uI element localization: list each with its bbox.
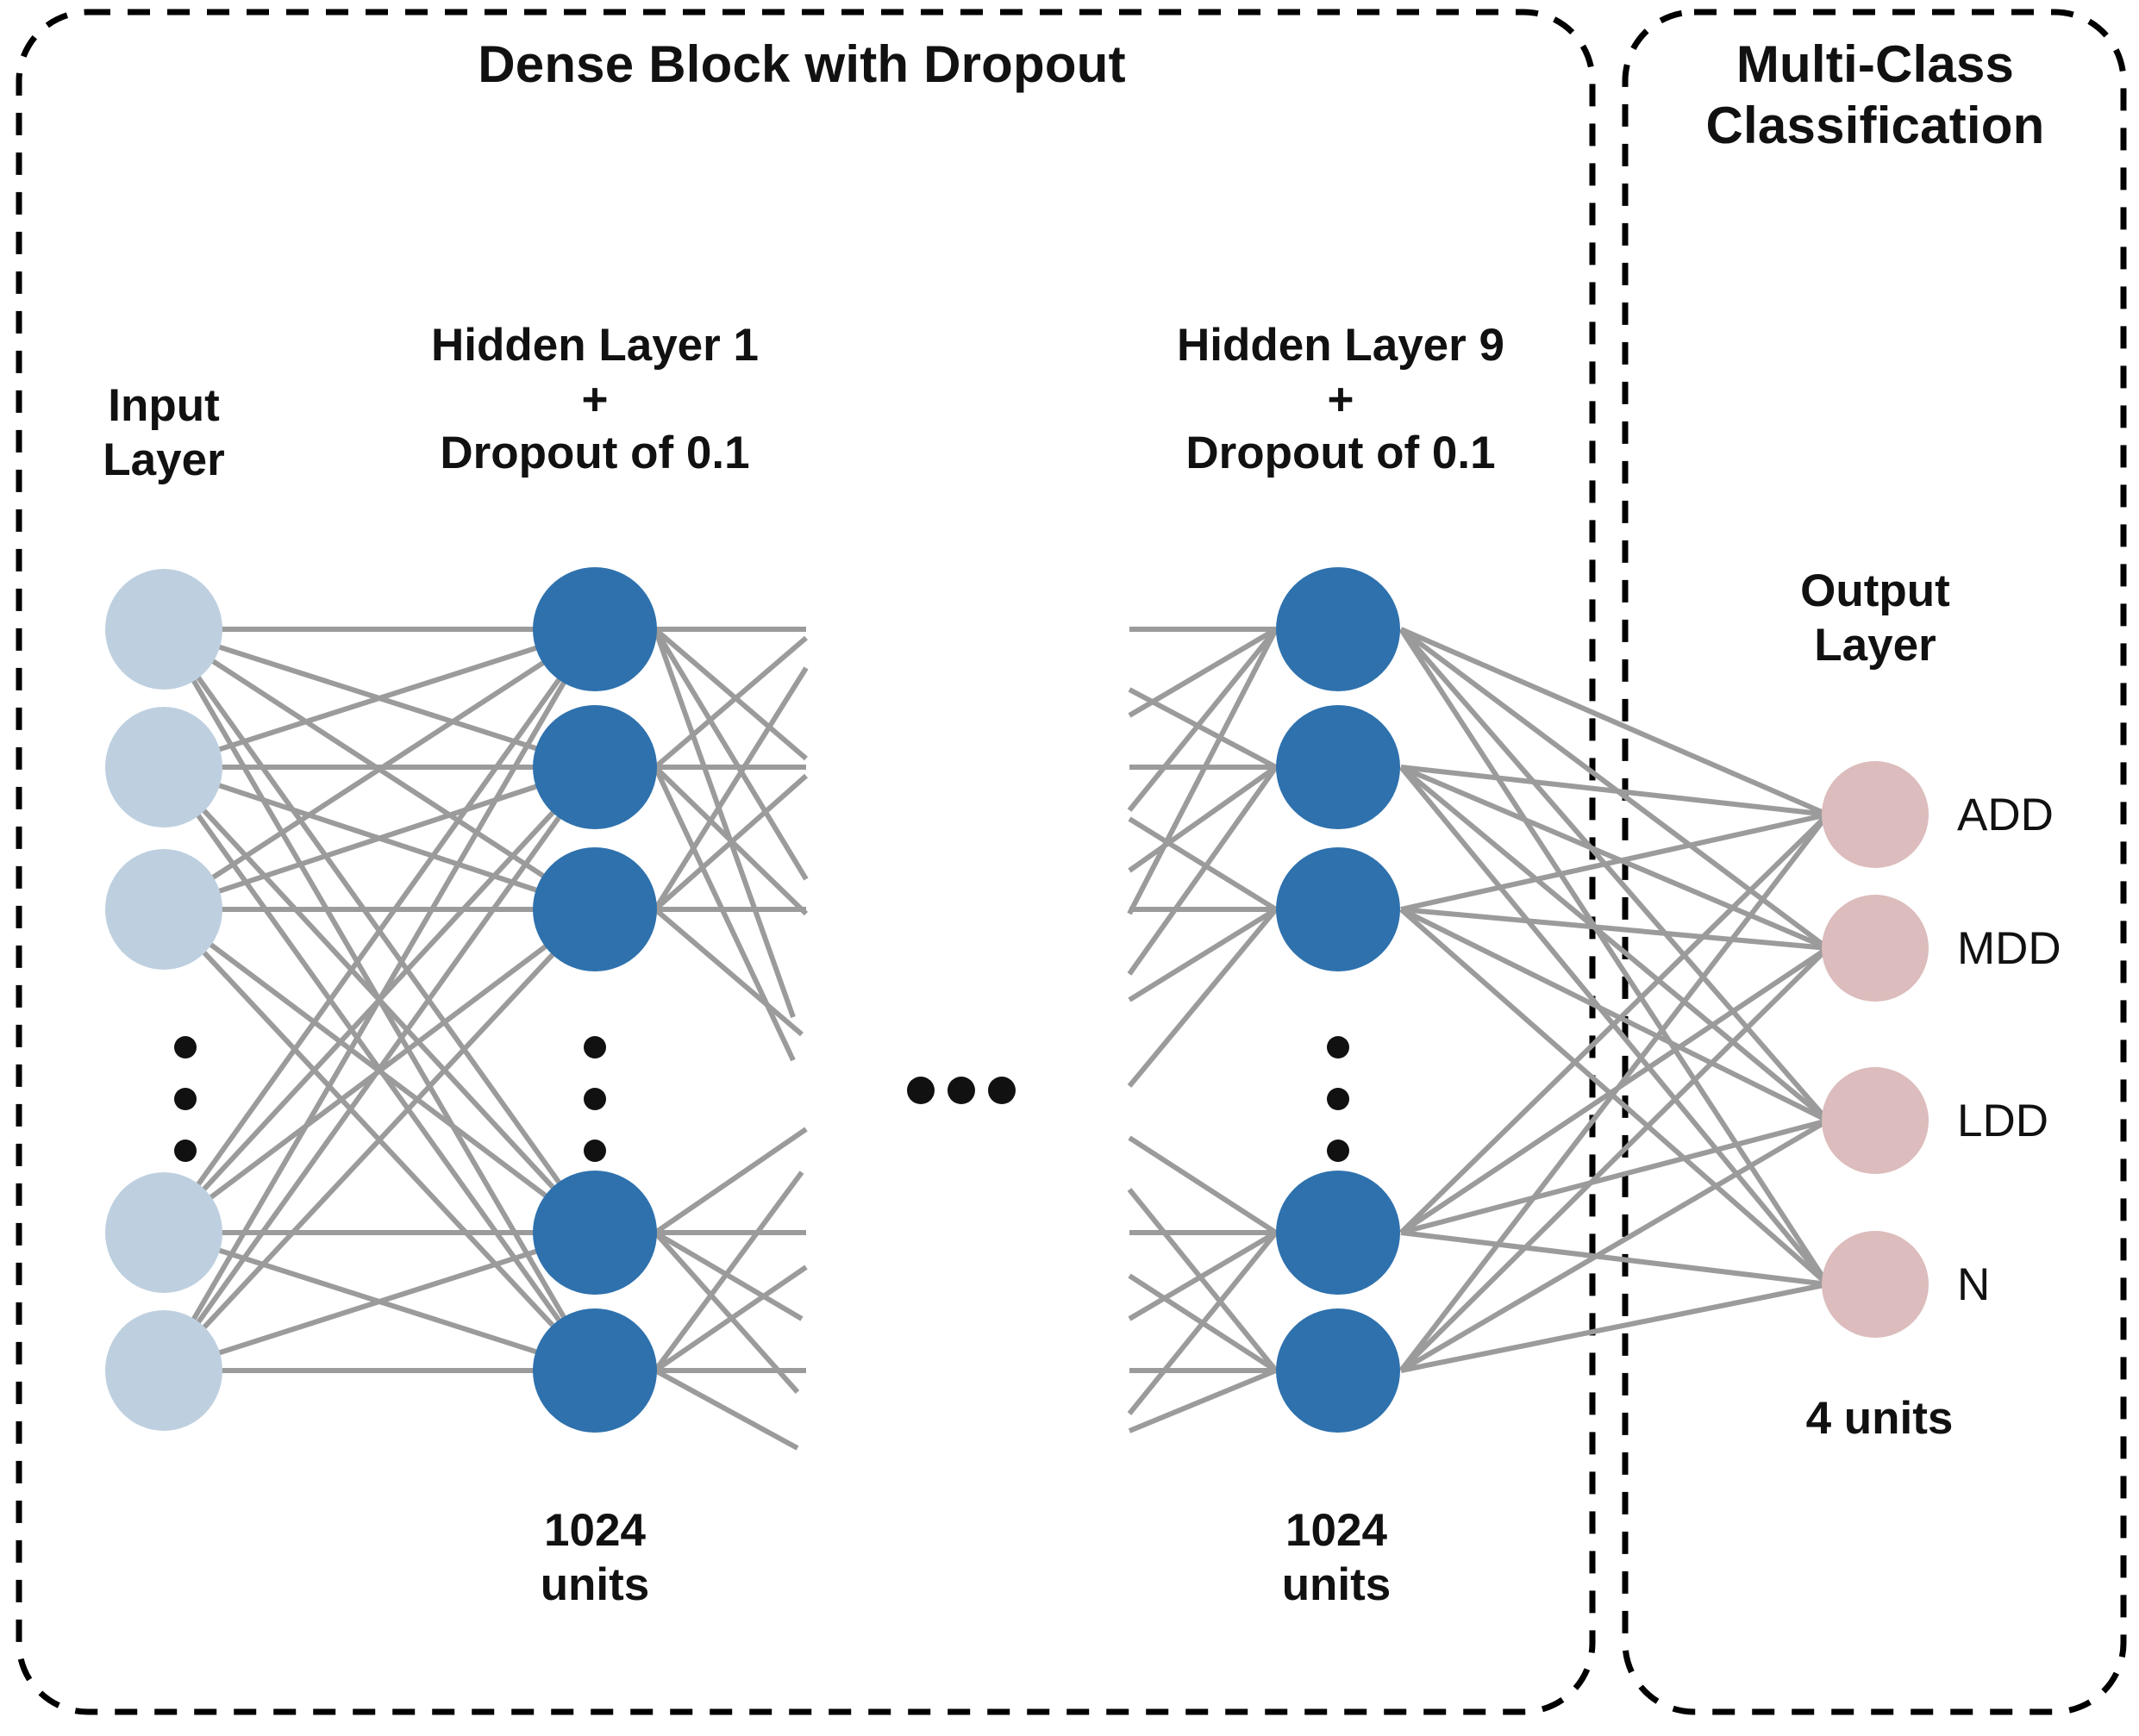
hidden-node: [1276, 1171, 1400, 1295]
edges-hidden9-to-output: [1398, 627, 1830, 1373]
output-class-label-mdd: MDD: [1957, 923, 2061, 974]
input-node: [105, 1310, 222, 1431]
panel-title-dense-block: Dense Block with Dropout: [478, 35, 1126, 93]
input-node: [105, 1172, 222, 1293]
input-node: [105, 707, 222, 827]
hidden-node: [1276, 1308, 1400, 1433]
between-blocks-ellipsis: [907, 1077, 1016, 1104]
hidden-node: [1276, 705, 1400, 829]
output-class-label-ldd: LDD: [1957, 1096, 2049, 1146]
hidden-node: [1276, 847, 1400, 971]
output-layer-label: Output Layer: [1800, 565, 1950, 671]
output-class-label-add: ADD: [1957, 790, 2054, 840]
output-node-mdd: [1822, 895, 1929, 1002]
hidden-layer-9-units: 1024 units: [1281, 1505, 1392, 1610]
hidden-layer-9-caption: Hidden Layer 9 + Dropout of 0.1: [1177, 320, 1504, 479]
hidden-node: [533, 847, 657, 971]
edge-stubs-left-of-hidden9: [1127, 627, 1279, 1433]
output-node-ldd: [1822, 1067, 1929, 1174]
panel-title-multiclass-classification: Multi-Class Classification: [1705, 35, 2045, 154]
hidden-layer-1-units: 1024 units: [540, 1505, 650, 1610]
hidden-node: [1276, 567, 1400, 691]
hidden-layer-9-nodes: [1276, 567, 1400, 1433]
hidden-layer-1-vertical-ellipsis: [584, 1036, 606, 1162]
input-node: [105, 569, 222, 690]
edge-stubs-right-of-hidden1: [653, 627, 809, 1451]
hidden-node: [533, 705, 657, 829]
output-node-add: [1822, 761, 1929, 868]
input-layer-nodes: [105, 569, 222, 1431]
input-layer-vertical-ellipsis: [174, 1036, 197, 1162]
output-node-n: [1822, 1231, 1929, 1338]
input-layer-label: Input Layer: [103, 380, 225, 485]
output-class-label-n: N: [1957, 1259, 1991, 1310]
hidden-layer-1-nodes: [533, 567, 657, 1433]
hidden-node: [533, 1308, 657, 1433]
output-layer-units: 4 units: [1805, 1393, 1954, 1444]
output-layer-nodes: [1822, 761, 1929, 1338]
input-node: [105, 849, 222, 970]
panel-dense-block: [16, 9, 1596, 1715]
hidden-layer-1-caption: Hidden Layer 1 + Dropout of 0.1: [431, 320, 759, 479]
hidden-layer-9-vertical-ellipsis: [1327, 1036, 1349, 1162]
edges-input-to-hidden1: [161, 627, 597, 1373]
hidden-node: [533, 1171, 657, 1295]
hidden-node: [533, 567, 657, 691]
